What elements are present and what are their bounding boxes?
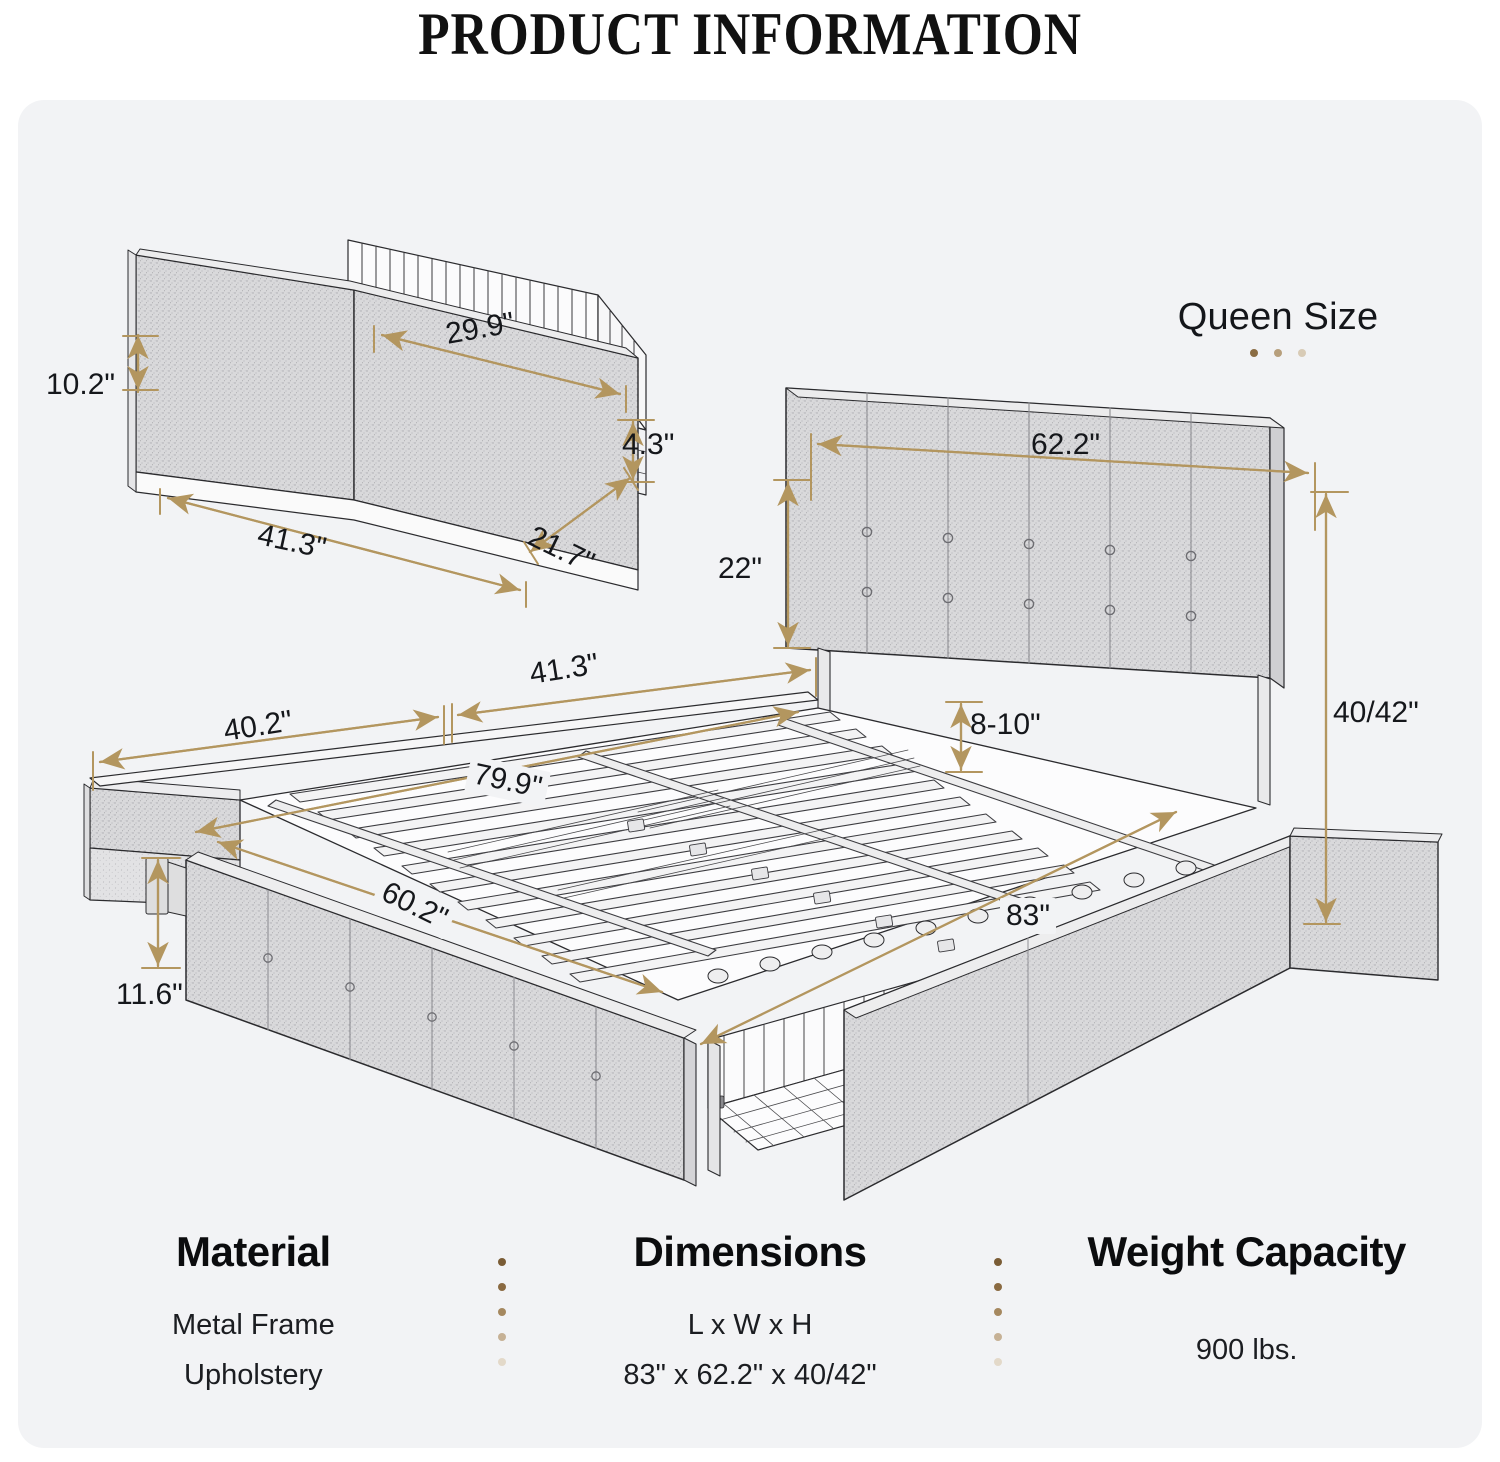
divider-dot-2 (497, 1283, 506, 1291)
page-title: PRODUCT INFORMATION (418, 1, 1082, 67)
drawer-illustration (122, 239, 655, 608)
size-badge: Queen Size (1128, 296, 1428, 357)
spec-value-material-1: Metal Frame (171, 1309, 335, 1341)
divider-dot-10 (994, 1358, 1003, 1366)
dim-headboard-clearance: 8-10" (970, 708, 1041, 741)
spec-column-weight-capacity: Weight Capacity 900 lbs. (1011, 1218, 1482, 1400)
spec-title-weight-capacity: Weight Capacity (1087, 1228, 1406, 1275)
dim-drawer-basket-depth: 4.3" (622, 428, 675, 461)
dim-total-length: 83" (1000, 898, 1057, 934)
size-dot-1 (1250, 349, 1258, 357)
spec-title-dimensions: Dimensions (633, 1228, 867, 1275)
spec-value-dimensions-2: 83" x 62.2" x 40/42" (623, 1359, 877, 1391)
spec-divider-1 (489, 1218, 515, 1366)
size-dot-2 (1274, 349, 1282, 357)
divider-dot-8 (994, 1308, 1003, 1316)
size-dot-3 (1298, 349, 1306, 357)
size-badge-label: Queen Size (1177, 296, 1379, 338)
spec-value-weight-capacity-1: 900 lbs. (1195, 1334, 1298, 1366)
spec-value-dimensions-1: L x W x H (687, 1309, 813, 1341)
divider-dot-1 (497, 1258, 506, 1266)
dim-headboard-width: 62.2" (1031, 428, 1101, 461)
product-info-card: Queen Size 10.2" 29.9" 4.3" 41.3" 21.7" … (18, 100, 1482, 1448)
divider-dot-4 (497, 1333, 506, 1341)
size-badge-dots (1128, 349, 1428, 357)
divider-dot-6 (994, 1258, 1003, 1266)
divider-dot-9 (994, 1333, 1003, 1341)
spec-divider-2 (985, 1218, 1011, 1366)
divider-dot-5 (497, 1358, 506, 1366)
product-diagram (18, 100, 1482, 1220)
spec-summary: Material Metal Frame Upholstery Dimensio… (18, 1218, 1482, 1448)
divider-dot-7 (994, 1283, 1003, 1291)
divider-dot-3 (497, 1308, 506, 1316)
spec-column-dimensions: Dimensions L x W x H 83" x 62.2" x 40/42… (515, 1218, 986, 1400)
dim-frame-clearance: 11.6" (116, 978, 183, 1011)
dim-drawer-height: 10.2" (46, 368, 116, 401)
bed-illustration (83, 387, 1443, 1201)
dim-total-height: 40/42" (1333, 696, 1419, 729)
spec-value-material-2: Upholstery (184, 1359, 323, 1391)
dim-headboard-height: 22" (718, 552, 763, 585)
spec-title-material: Material (175, 1228, 331, 1275)
spec-column-material: Material Metal Frame Upholstery (18, 1218, 489, 1400)
